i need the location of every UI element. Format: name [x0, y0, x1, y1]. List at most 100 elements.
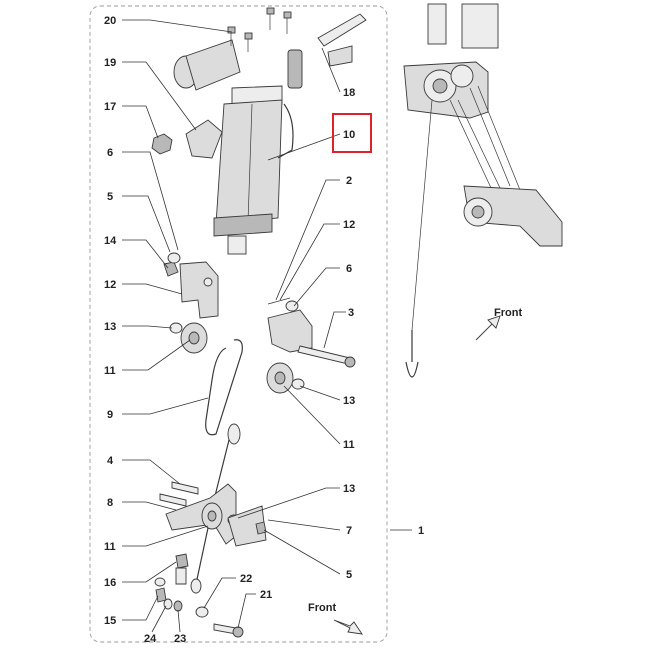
leader-lines — [122, 19, 412, 633]
left-bracket-group — [163, 252, 219, 319]
leader-5a — [122, 195, 171, 253]
nut-16 — [175, 553, 189, 569]
callout-2: 2 — [346, 175, 352, 187]
pulley-11-lower-hub — [207, 510, 217, 522]
callout-19: 19 — [104, 57, 116, 69]
leader-17 — [122, 105, 159, 139]
context-cables — [449, 85, 521, 191]
pin-18-clip — [327, 45, 353, 67]
right-bracket-group — [267, 297, 356, 368]
front-label-right: Front — [494, 307, 522, 319]
leader-24 — [151, 605, 167, 633]
leader-9 — [122, 397, 209, 415]
callout-7: 7 — [346, 525, 352, 537]
callout-1: 1 — [418, 525, 424, 537]
context-actuator-left — [427, 3, 447, 45]
callout-18: 18 — [343, 87, 355, 99]
cable-9-end — [190, 578, 202, 594]
bolt-3 — [297, 345, 351, 365]
leader-16 — [122, 561, 177, 583]
context-actuator-right — [461, 3, 499, 49]
lower-bracket-group — [159, 481, 267, 547]
context-pulley-small — [450, 64, 474, 88]
callout-3: 3 — [348, 307, 354, 319]
callout-6b: 6 — [346, 263, 352, 275]
leader-13a — [122, 325, 173, 329]
actuator-wire — [277, 103, 294, 159]
context-cable-drop — [411, 99, 433, 331]
callout-23: 23 — [174, 633, 186, 645]
leader-22 — [203, 577, 236, 609]
bolt-21-head — [232, 626, 244, 638]
small-hardware — [154, 553, 244, 638]
callout-labels: 20 18 19 17 10 6 2 5 12 14 6 12 3 13 11 … — [104, 15, 424, 645]
context-pulley-hub — [432, 78, 448, 94]
screws-20 — [227, 7, 292, 52]
bracket-12-left — [179, 261, 219, 319]
bolt-2-shank — [267, 297, 291, 305]
cable-9 — [190, 339, 243, 594]
washer-5-left — [167, 252, 181, 264]
screw-20-d-head — [283, 11, 292, 19]
leader-19 — [122, 61, 197, 131]
bolt-3-head — [344, 356, 356, 368]
front-arrow-bottom-icon — [333, 619, 363, 635]
callout-10-highlight-box[interactable] — [332, 113, 372, 153]
leader-15 — [122, 595, 159, 621]
leader-20 — [122, 19, 233, 33]
leader-4 — [122, 459, 181, 485]
washer-15 — [154, 577, 166, 587]
connector-plug — [287, 49, 303, 89]
leader-12b — [122, 283, 183, 295]
context-cable-loop — [405, 330, 419, 378]
cable-9-ferrule — [227, 423, 241, 445]
callout-13a: 13 — [104, 321, 116, 333]
leader-10 — [267, 133, 341, 161]
callout-8: 8 — [107, 497, 113, 509]
leader-7 — [267, 519, 341, 531]
leader-6a — [122, 151, 179, 251]
screw-20-c-head — [266, 7, 275, 15]
callout-22: 22 — [240, 573, 252, 585]
stud-16 — [175, 567, 187, 585]
leader-11b — [283, 385, 341, 445]
bracket-12-right — [267, 309, 313, 353]
actuator-collar — [213, 213, 273, 237]
pin-18 — [317, 13, 367, 67]
front-arrow-right-icon — [475, 315, 501, 341]
bolt-4-b — [159, 493, 187, 507]
leader-21 — [237, 593, 256, 629]
callout-9: 9 — [107, 409, 113, 421]
leader-23 — [177, 609, 181, 633]
motor-body — [185, 39, 241, 91]
leader-3 — [323, 311, 346, 349]
nut-15 — [155, 587, 167, 603]
washer-6-right — [285, 300, 299, 312]
leader-11a — [122, 339, 191, 371]
front-label-bottom: Front — [308, 602, 336, 614]
housing-edge — [247, 103, 253, 223]
callout-5a: 5 — [107, 191, 113, 203]
callout-11c: 11 — [104, 541, 116, 553]
bracket-8 — [165, 483, 237, 545]
leader-12a — [279, 223, 340, 301]
callout-5b: 5 — [346, 569, 352, 581]
callout-12a: 12 — [343, 219, 355, 231]
callout-10: 10 — [343, 129, 355, 141]
leader-13c — [237, 487, 340, 519]
bracket-12-left-hole — [203, 277, 213, 287]
leader-2 — [275, 179, 340, 301]
screw-20-b-head — [244, 32, 253, 40]
pulley-11-upper-left-hub — [188, 331, 200, 345]
nut-5-lower — [255, 521, 267, 535]
callout-11a: 11 — [104, 365, 116, 377]
pulleys — [169, 322, 305, 394]
leader-11c — [122, 525, 209, 547]
front-arrow-right: Front — [475, 307, 522, 341]
callout-13b: 13 — [343, 395, 355, 407]
pulley-11-right-hub — [274, 371, 286, 385]
callout-21: 21 — [260, 589, 272, 601]
cable-9-loop — [205, 339, 243, 436]
leader-18 — [321, 47, 341, 93]
